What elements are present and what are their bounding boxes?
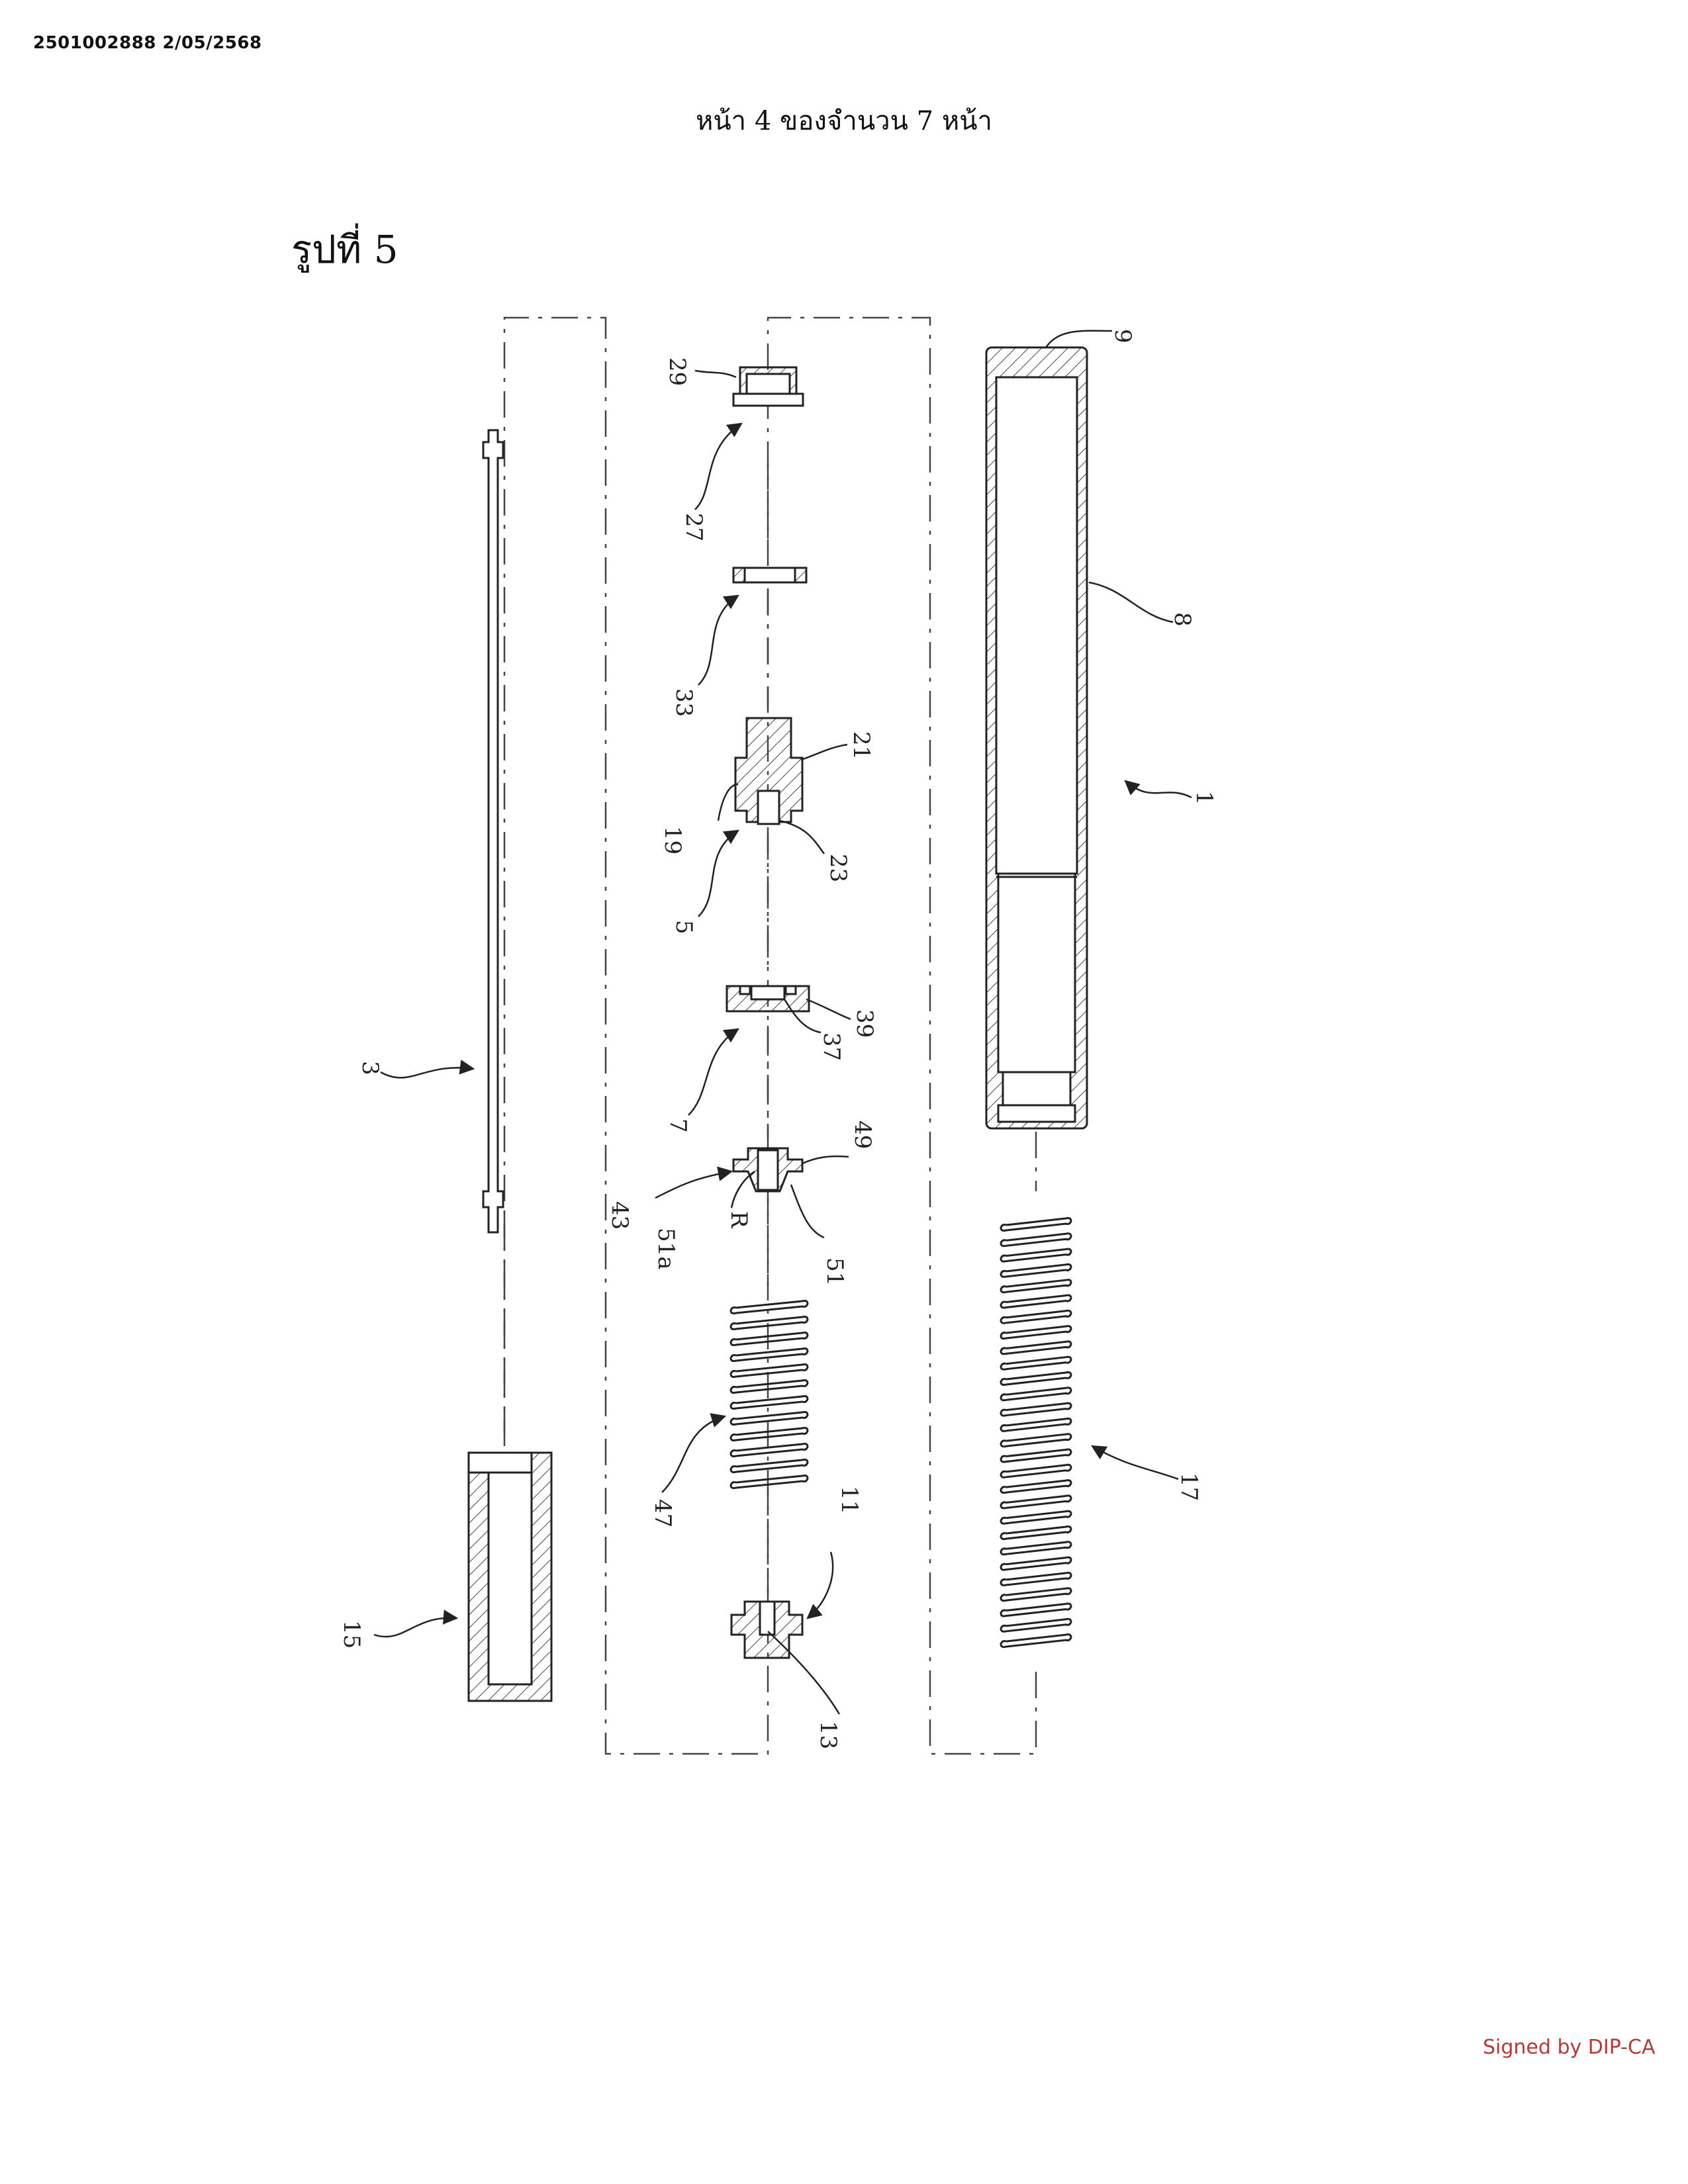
spring-coil [1000, 1510, 1072, 1525]
figure-title: รูปที่ 5 [291, 227, 399, 272]
part-11-bottom-cap [730, 1600, 804, 1659]
reference-numerals: 9 8 1 17 3 15 29 27 33 21 19 23 5 39 37 … [338, 329, 1217, 1749]
spring-coil [729, 1300, 809, 1314]
spring-coil [1000, 1417, 1072, 1432]
spring-coil [1000, 1355, 1072, 1371]
spring-coil [1000, 1463, 1072, 1479]
ref-43: 43 [606, 1201, 633, 1230]
spring-coil [729, 1347, 809, 1362]
spring-coil [1000, 1602, 1072, 1617]
ref-33: 33 [671, 688, 697, 717]
spring-coil [729, 1395, 809, 1410]
ref-3: 3 [357, 1061, 383, 1075]
spring-coil [1000, 1279, 1072, 1294]
page-header: หน้า 4 ของจำนวน 7 หน้า [695, 106, 993, 136]
part-1-tube [985, 346, 1088, 1130]
spring-coil [1000, 1633, 1072, 1649]
ref-37: 37 [818, 1032, 845, 1061]
ref-51a: 51a [653, 1228, 679, 1270]
ref-51: 51 [821, 1257, 848, 1286]
spring-coil [729, 1332, 809, 1346]
spring-coil [1000, 1325, 1072, 1340]
part-43-collar [732, 1147, 804, 1193]
spring-coil [729, 1411, 809, 1426]
ref-19: 19 [659, 826, 686, 854]
spring-coil [1000, 1541, 1072, 1556]
spring-coil [1000, 1340, 1072, 1355]
spring-coil [729, 1459, 809, 1473]
document-id-stamp: 2501002888 2/05/2568 [33, 33, 262, 53]
spring-coil [729, 1427, 809, 1441]
ref-5: 5 [671, 920, 697, 934]
ref-15: 15 [338, 1620, 365, 1649]
spring-coil [1000, 1433, 1072, 1448]
part-7-washer [726, 985, 810, 1013]
spring-coil [1000, 1617, 1072, 1633]
spring-coil [1000, 1263, 1072, 1278]
spring-coil [1000, 1309, 1072, 1324]
part-33-ring [732, 567, 808, 584]
ref-29: 29 [664, 357, 690, 386]
spring-coil [1000, 1248, 1072, 1263]
spring-coil [1000, 1525, 1072, 1540]
spring-coil [1000, 1387, 1072, 1402]
digital-signature: Signed by DIP-CA [1483, 2036, 1656, 2059]
spring-coil [1000, 1232, 1072, 1248]
spring-coil [1000, 1587, 1072, 1602]
part-47-spring [729, 1300, 809, 1489]
spring-coil [1000, 1556, 1072, 1571]
ref-11: 11 [836, 1486, 863, 1514]
ref-13: 13 [815, 1721, 841, 1749]
spring-coil [729, 1475, 809, 1489]
ref-49: 49 [849, 1120, 876, 1149]
spring-coil [1000, 1479, 1072, 1494]
ref-47: 47 [649, 1499, 676, 1527]
part-3-rod [482, 429, 504, 1234]
ref-17: 17 [1176, 1473, 1202, 1501]
spring-coil [1000, 1494, 1072, 1510]
ref-23: 23 [825, 854, 851, 882]
spring-coil [729, 1363, 809, 1378]
ref-21: 21 [848, 731, 874, 760]
spring-coil [729, 1379, 809, 1394]
ref-9: 9 [1109, 329, 1136, 343]
spring-coil [729, 1443, 809, 1457]
spring-coil [1000, 1571, 1072, 1586]
leader-lines [373, 330, 1192, 1715]
part-15-sleeve [467, 1451, 553, 1702]
dashed-assembly-lines [503, 316, 1037, 1755]
spring-coil [1000, 1371, 1072, 1386]
ref-r: R [726, 1211, 752, 1229]
ref-1: 1 [1191, 791, 1217, 805]
ref-39: 39 [851, 1009, 878, 1038]
spring-coil [1000, 1294, 1072, 1309]
spring-coil [1000, 1217, 1072, 1232]
part-27-cap [732, 366, 804, 407]
part-5-plunger [734, 717, 804, 825]
spring-coil [1000, 1402, 1072, 1417]
ref-8: 8 [1169, 612, 1196, 627]
part-17-spring [1000, 1217, 1072, 1649]
ref-27: 27 [680, 513, 707, 541]
spring-coil [1000, 1448, 1072, 1463]
ref-7: 7 [665, 1118, 691, 1133]
spring-coil [729, 1316, 809, 1330]
